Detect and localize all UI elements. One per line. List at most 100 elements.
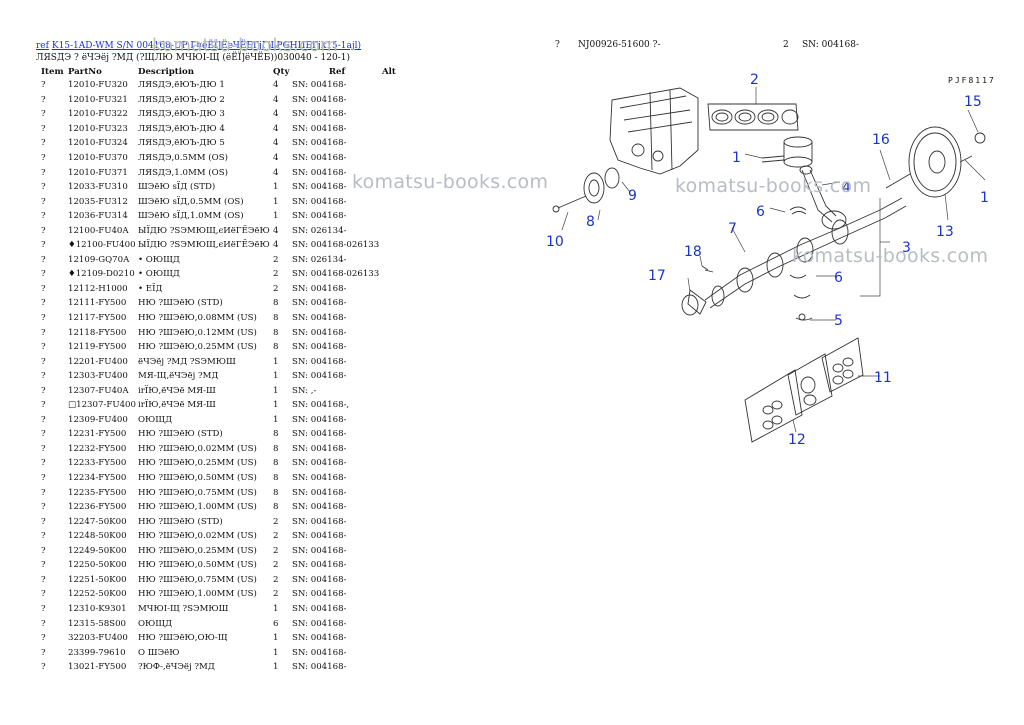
item-cell: ?	[41, 80, 46, 91]
item-cell: ?	[41, 516, 46, 527]
partno-cell: 12251-50K00	[68, 574, 127, 585]
ref-cell: SN: 004168-	[292, 109, 347, 120]
callout-3: 3	[902, 240, 911, 256]
qty-cell: 1	[273, 400, 279, 411]
description-cell: НЮ ?ШЭёЮ,0.02MM (US)	[138, 443, 257, 454]
exploded-parts-diagram: 2 1 4 6 7 18 17 8 9 10 16 15 13 1 3 6 5 …	[546, 72, 989, 448]
alt-cell	[382, 645, 402, 660]
ref-cell: SN: 026134-	[292, 254, 347, 265]
qty-cell: 2	[273, 589, 279, 600]
partno-cell: 12035-FU312	[68, 196, 128, 207]
partno-cell: 12010-FU323	[68, 123, 128, 134]
ref-cell: SN: 004168-026133	[292, 269, 380, 280]
header-part-number: NJ00926-51600 ?-	[578, 40, 661, 50]
bearing-sets-drawing	[744, 337, 864, 443]
callout-8: 8	[586, 214, 595, 230]
item-cell: ?	[41, 167, 46, 178]
ref-cell: SN: 004168-	[292, 342, 347, 353]
connecting-rod-drawing	[799, 165, 847, 230]
item-cell: ?	[41, 254, 46, 265]
ref-cell: SN: 004168-	[292, 560, 347, 571]
alt-cell	[382, 267, 402, 282]
ref-cell: SN: 004168-	[292, 516, 347, 527]
alt-cell	[382, 296, 402, 311]
partno-cell: 12235-FY500	[68, 487, 127, 498]
qty-cell: 1	[273, 633, 279, 644]
ref-cell: SN: 004168-	[292, 196, 347, 207]
qty-cell: 1	[273, 182, 279, 193]
ref-link[interactable]: ref	[36, 41, 49, 51]
partno-cell: 12315-58S00	[68, 618, 126, 629]
alt-cell	[382, 311, 402, 326]
qty-cell: 4	[273, 109, 279, 120]
ref-cell: SN: 004168-,	[292, 400, 350, 411]
partno-cell: 12111-FY500	[68, 298, 127, 309]
item-cell: ?	[41, 473, 46, 484]
description-cell: ёЧЭёј ?МД ?ЅЭМЮШ	[138, 356, 236, 367]
item-cell: ?	[41, 429, 46, 440]
ref-cell: SN: 004168-	[292, 545, 347, 556]
description-cell: ШЭёЮ sЇД,1.0MM (OS)	[138, 211, 244, 222]
partno-cell: 12100-FU40A	[68, 225, 129, 236]
title-line: ref K15-1AD-WM S/N 004168-UP Г¤еЁЇ]ЁеЧЁБ…	[36, 40, 416, 52]
item-cell: ?	[41, 356, 46, 367]
partno-cell: 12119-FY500	[68, 342, 127, 353]
item-cell: ?	[41, 225, 46, 236]
description-cell: НЮ ?ШЭёЮ,0.25MM (US)	[138, 342, 257, 353]
description-cell: ЫЇДЮ ?ЅЭМЮЩ,єИёГЁЭёЮ	[138, 225, 270, 236]
qty-cell: 1	[273, 647, 279, 658]
alt-cell	[382, 471, 402, 486]
partno-cell: ♦12100-FU400	[68, 240, 136, 251]
parts-list-panel: ref K15-1AD-WM S/N 004168-UP Г¤еЁЇ]ЁеЧЁБ…	[36, 40, 416, 674]
ref-cell: SN: 004168-	[292, 123, 347, 134]
item-cell: ?	[41, 153, 46, 163]
alt-cell	[382, 122, 402, 137]
header-q: ?	[555, 40, 560, 50]
qty-cell: 8	[273, 458, 279, 469]
partno-cell: ♦12109-D0210	[68, 269, 135, 280]
qty-cell: 8	[273, 313, 279, 324]
item-cell: ?	[41, 196, 46, 207]
col-ref: Ref	[328, 66, 346, 77]
description-cell: НЮ ?ШЭёЮ,0.08MM (US)	[138, 313, 257, 324]
ref-cell: SN: 004168-	[292, 138, 347, 149]
item-cell: ?	[41, 94, 46, 105]
description-cell: ШЭёЮ sЇД (STD)	[138, 182, 216, 193]
callout-5: 5	[834, 313, 843, 329]
item-cell: ?	[41, 327, 46, 338]
ref-cell: SN: 004168-	[292, 313, 347, 324]
alt-cell	[382, 325, 402, 340]
qty-cell: 2	[273, 574, 279, 585]
alt-cell	[382, 660, 402, 675]
partno-cell: 12303-FU400	[68, 371, 128, 382]
callout-18: 18	[684, 244, 702, 260]
ref-cell: SN: 026134-	[292, 225, 347, 236]
callout-labels: 2 1 4 6 7 18 17 8 9 10 16 15 13 1 3 6 5 …	[546, 72, 989, 448]
callout-2: 2	[750, 72, 759, 88]
ref-cell: SN: 004168-	[292, 182, 347, 193]
description-cell: НЮ ?ШЭёЮ,1.00MM (US)	[138, 589, 257, 600]
partno-cell: 12232-FY500	[68, 443, 127, 454]
item-cell: ?	[41, 182, 46, 193]
description-cell: ОЮЩД	[138, 414, 173, 425]
qty-cell: 4	[273, 94, 279, 105]
alt-cell	[382, 78, 402, 93]
callout-1-flywheel: 1	[980, 190, 989, 206]
description-cell: ЛЯЅДЭ,ёЮЪ-ДЮ 1	[138, 80, 225, 91]
partno-cell: 12248-50K00	[68, 531, 127, 542]
model-title-link[interactable]: K15-1AD-WM S/N 004168-UP Г¤еЁЇ]ЁеЧЁБГјГј…	[51, 41, 362, 51]
